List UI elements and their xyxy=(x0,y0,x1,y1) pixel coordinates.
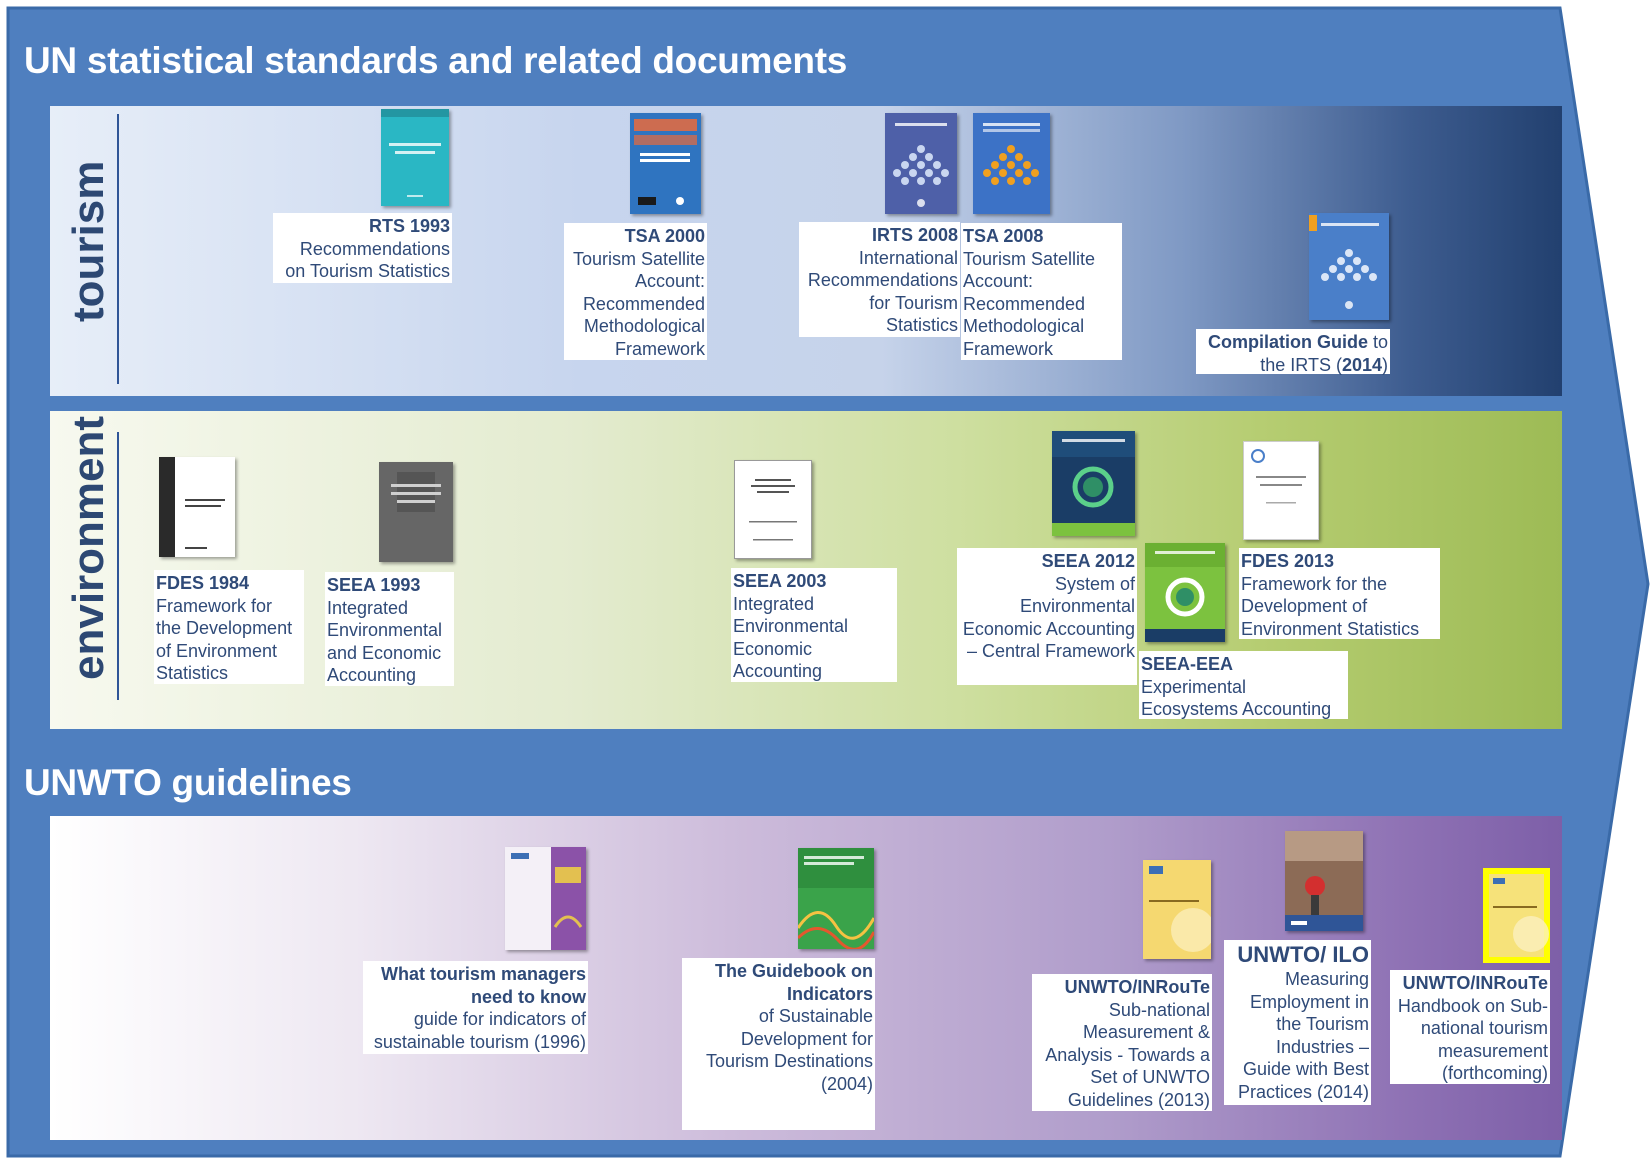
tsa-2008-description: Tourism Satellite Account: Recommended M… xyxy=(963,248,1096,359)
inroute-2013-label: UNWTO/INRouTe Sub-national Measurement &… xyxy=(1032,974,1212,1111)
tourism-managers-title: What tourism managers need to know xyxy=(380,964,586,1007)
inroute-2013-cover xyxy=(1143,860,1211,959)
seea-1993-description: Integrated Environmental and Economic Ac… xyxy=(327,597,443,686)
seea-1993-title: SEEA 1993 xyxy=(327,575,421,595)
unwto-ilo-label: UNWTO/ ILO Measuring Employment in the T… xyxy=(1224,940,1371,1105)
compilation-guide-end: ) xyxy=(1382,354,1388,375)
fdes-1984-cover xyxy=(159,457,235,557)
compilation-guide-title-bold: Compilation Guide xyxy=(1207,332,1368,352)
compilation-guide-year: 2014 xyxy=(1341,354,1382,375)
guidebook-indicators-description: of Sustainable Development for Tourism D… xyxy=(705,1006,873,1094)
fdes-2013-title: FDES 2013 xyxy=(1241,551,1335,571)
tourism-managers-description: guide for indicators of sustainable tour… xyxy=(373,1009,586,1052)
seea-2003-label: SEEA 2003 Integrated Environmental Econo… xyxy=(731,568,897,682)
tourism-managers-label: What tourism managers need to know guide… xyxy=(363,961,588,1054)
tourism-band-divider xyxy=(117,114,119,384)
tsa-2008-cover xyxy=(973,113,1050,214)
seea-2012-description: System of Environmental Economic Account… xyxy=(962,573,1135,662)
seea-2012-label: SEEA 2012 System of Environmental Econom… xyxy=(957,548,1137,685)
tourism-managers-cover xyxy=(505,847,586,950)
tsa-2000-label: TSA 2000 Tourism Satellite Account: Reco… xyxy=(564,223,707,360)
unwto-ilo-title: UNWTO/ ILO xyxy=(1237,942,1369,967)
fdes-2013-description: Framework for the Development of Environ… xyxy=(1241,573,1420,639)
seea-2012-cover xyxy=(1052,431,1135,536)
guidebook-indicators-title: The Guidebook on Indicators xyxy=(715,961,873,1004)
fdes-2013-cover xyxy=(1243,441,1319,540)
unwto-ilo-cover xyxy=(1285,831,1363,931)
tsa-2000-cover xyxy=(630,113,701,214)
compilation-guide-cover xyxy=(1309,213,1389,320)
rts-1993-title: RTS 1993 xyxy=(368,216,450,236)
guidebook-indicators-label: The Guidebook on Indicators of Sustainab… xyxy=(682,958,875,1130)
environment-band-divider xyxy=(117,432,119,700)
environment-band-label: environment xyxy=(64,415,113,680)
seea-2012-title: SEEA 2012 xyxy=(1041,551,1135,571)
seea-eea-cover xyxy=(1145,543,1225,642)
seea-2003-description: Integrated Environmental Economic Accoun… xyxy=(733,593,849,682)
rts-1993-label: RTS 1993 Recommendations on Tourism Stat… xyxy=(273,213,452,283)
rts-1993-description: Recommendations on Tourism Statistics xyxy=(285,238,450,282)
fdes-1984-description: Framework for the Development of Environ… xyxy=(156,595,293,684)
seea-1993-label: SEEA 1993 Integrated Environmental and E… xyxy=(325,572,454,686)
inroute-handbook-title: UNWTO/INRouTe xyxy=(1402,973,1548,993)
tsa-2000-title: TSA 2000 xyxy=(624,226,705,246)
section-heading-unwto-guidelines: UNWTO guidelines xyxy=(24,762,352,803)
compilation-guide-title-rest: to the IRTS ( xyxy=(1260,332,1388,375)
seea-eea-title: SEEA-EEA xyxy=(1141,654,1234,674)
irts-2008-label: IRTS 2008 International Recommendations … xyxy=(799,222,960,337)
irts-2008-cover xyxy=(885,113,957,214)
tsa-2008-title: TSA 2008 xyxy=(963,226,1044,246)
irts-2008-description: International Recommendations for Touris… xyxy=(807,247,958,336)
rts-1993-cover xyxy=(381,109,449,206)
tsa-2008-label: TSA 2008 Tourism Satellite Account: Reco… xyxy=(961,223,1122,360)
tsa-2000-description: Tourism Satellite Account: Recommended M… xyxy=(572,248,705,359)
seea-eea-description: Experimental Ecosystems Accounting xyxy=(1141,676,1332,720)
inroute-2013-title: UNWTO/INRouTe xyxy=(1064,977,1210,997)
inroute-handbook-description: Handbook on Sub-national tourism measure… xyxy=(1397,995,1548,1084)
inroute-handbook-label: UNWTO/INRouTe Handbook on Sub-national t… xyxy=(1390,970,1550,1084)
compilation-guide-label: Compilation Guide to the IRTS (2014) xyxy=(1196,329,1390,375)
seea-2003-cover xyxy=(734,460,812,559)
tourism-band-label: tourism xyxy=(64,160,113,322)
guidebook-indicators-cover xyxy=(798,848,874,949)
fdes-2013-label: FDES 2013 Framework for the Development … xyxy=(1239,548,1440,639)
unwto-ilo-description: Measuring Employment in the Tourism Indu… xyxy=(1237,969,1369,1102)
inroute-2013-description: Sub-national Measurement & Analysis - To… xyxy=(1045,999,1210,1110)
fdes-1984-label: FDES 1984 Framework for the Development … xyxy=(154,570,304,684)
irts-2008-title: IRTS 2008 xyxy=(871,225,958,245)
seea-2003-title: SEEA 2003 xyxy=(733,571,827,591)
inroute-handbook-cover xyxy=(1483,868,1550,963)
seea-1993-cover xyxy=(379,462,453,562)
section-heading-un-standards: UN statistical standards and related doc… xyxy=(24,40,848,81)
seea-eea-label: SEEA-EEA Experimental Ecosystems Account… xyxy=(1139,651,1348,719)
fdes-1984-title: FDES 1984 xyxy=(156,573,250,593)
